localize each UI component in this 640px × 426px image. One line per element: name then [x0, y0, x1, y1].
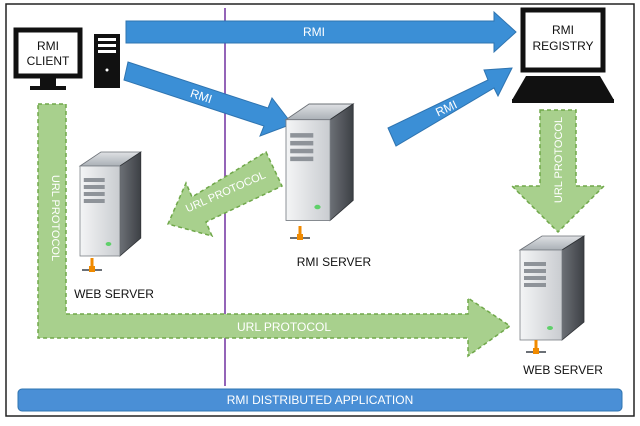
rmi-registry-label-line2: REGISTRY [532, 39, 593, 53]
rmi-server-label: RMI SERVER [297, 255, 372, 269]
laptop-icon [512, 7, 614, 103]
rmi-arrow-server-to-registry [387, 67, 513, 147]
bottom-bar-label: RMI DISTRIBUTED APPLICATION [227, 393, 413, 407]
web-server-left-label: WEB SERVER [74, 287, 154, 301]
url-label-client-vertical: URL PROTOCOL [49, 175, 61, 261]
rmi-registry-label-line1: RMI [552, 23, 574, 37]
url-arrow-client-to-web-right [37, 103, 512, 358]
rmi-label-client-server: RMI [189, 86, 214, 106]
rmi-client-label-line2: CLIENT [27, 54, 70, 68]
url-label-bottom: URL PROTOCOL [237, 320, 331, 334]
web-server-right-label: WEB SERVER [523, 363, 603, 377]
bottom-bar [17, 388, 623, 412]
rmi-client-label-line1: RMI [37, 39, 59, 53]
rmi-arrow-client-to-server [123, 61, 293, 137]
desktop-computer-icon [13, 27, 120, 90]
rmi-label-top: RMI [303, 25, 325, 39]
rmi-arrow-client-to-registry [125, 10, 517, 54]
url-arrow-server-to-web-left [166, 150, 283, 238]
url-label-registry-web-right: URL PROTOCOL [553, 117, 565, 203]
url-arrow-registry-to-web-right [510, 109, 606, 234]
